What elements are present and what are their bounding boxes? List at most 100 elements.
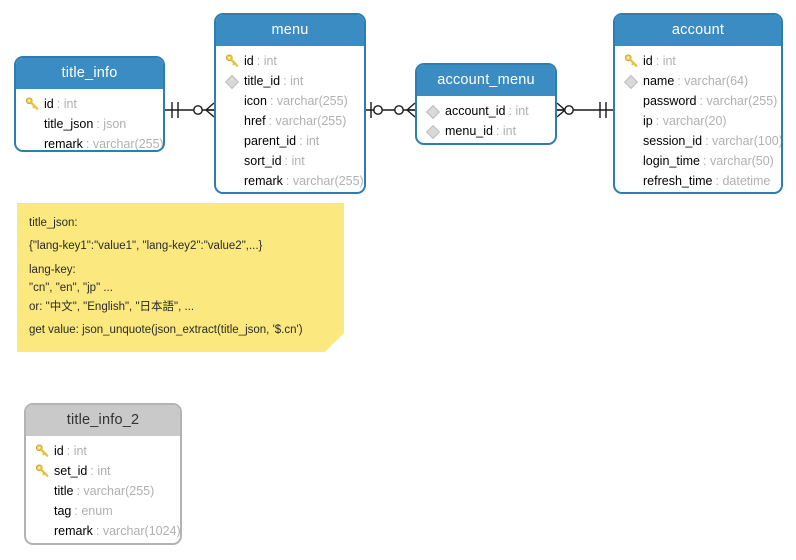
attribute-row[interactable]: login_time : varchar(50) <box>615 151 781 171</box>
attribute-type: : varchar(255) <box>85 137 164 151</box>
attribute-type: : varchar(50) <box>702 154 774 168</box>
attribute-row[interactable]: menu_id : int <box>417 121 555 141</box>
attribute-type: : varchar(255) <box>269 94 348 108</box>
attribute-row[interactable]: title_json : json <box>16 114 163 134</box>
attribute-type: : int <box>284 154 305 168</box>
attribute-type: : int <box>256 54 277 68</box>
attribute-row[interactable]: id : int <box>216 51 364 71</box>
attribute-name: id <box>643 54 653 68</box>
attribute-row[interactable]: set_id : int <box>26 461 180 481</box>
entity-title-info-2[interactable]: title_info_2 id : int <box>24 403 182 545</box>
attribute-type: : int <box>66 444 87 458</box>
attribute-name: parent_id <box>244 134 297 148</box>
diamond-icon <box>623 73 641 90</box>
attribute-name: sort_id <box>244 154 282 168</box>
key-icon <box>34 443 52 459</box>
attribute-row[interactable]: tag : enum <box>26 501 180 521</box>
attribute-row[interactable]: parent_id : int <box>216 131 364 151</box>
attribute-type: : int <box>90 464 111 478</box>
no-icon <box>224 153 242 169</box>
connector-account-menu-account <box>556 102 613 118</box>
note-line: {"lang-key1":"value1", "lang-key2":"valu… <box>29 240 263 253</box>
note-line: title_json: <box>29 217 78 229</box>
entity-menu-header: menu <box>216 15 364 46</box>
attribute-type: : int <box>56 97 77 111</box>
entity-account-menu[interactable]: account_menu account_id : int menu_id : … <box>415 63 557 145</box>
attribute-row[interactable]: sort_id : int <box>216 151 364 171</box>
no-icon <box>623 173 641 189</box>
attribute-row[interactable]: remark : varchar(255) <box>16 134 164 151</box>
attribute-name: id <box>44 97 54 111</box>
no-icon <box>224 93 242 109</box>
attribute-row[interactable]: title : varchar(255) <box>26 481 180 501</box>
attribute-row[interactable]: refresh_time : datetime <box>615 171 781 191</box>
attribute-row[interactable]: title_id : int <box>216 71 364 91</box>
attribute-row[interactable]: id : int <box>615 51 781 71</box>
key-icon <box>24 96 42 112</box>
attribute-name: id <box>244 54 254 68</box>
attribute-row[interactable]: remark : varchar(1024) <box>26 521 180 541</box>
no-icon <box>224 173 242 189</box>
entity-title-info-2-attributes: id : int set_id : int title : <box>26 436 180 543</box>
attribute-name: id <box>54 444 64 458</box>
attribute-type: : varchar(20) <box>655 114 727 128</box>
attribute-row[interactable]: id : int <box>16 94 163 114</box>
attribute-type: : int <box>508 104 529 118</box>
note-content: title_json: {"lang-key1":"value1", "lang… <box>17 203 344 356</box>
no-icon <box>34 503 52 519</box>
attribute-type: : datetime <box>715 174 771 188</box>
attribute-type: : int <box>495 124 517 138</box>
entity-title-info-header: title_info <box>16 58 163 89</box>
attribute-name: icon <box>244 94 267 108</box>
entity-account[interactable]: account id : int name : varchar(64) <box>613 13 783 194</box>
attribute-row[interactable]: password : varchar(255) <box>615 91 781 111</box>
attribute-row[interactable]: id : int <box>26 441 180 461</box>
attribute-name: tag <box>54 504 72 518</box>
attribute-name: remark <box>54 524 93 538</box>
diamond-icon <box>224 73 242 90</box>
attribute-name: href <box>244 114 266 128</box>
no-icon <box>623 153 641 169</box>
attribute-type: : varchar(255) <box>76 484 155 498</box>
attribute-row[interactable]: icon : varchar(255) <box>216 91 364 111</box>
attribute-row[interactable]: session_id : varchar(100) <box>615 131 781 151</box>
connector-menu-account-menu <box>366 102 416 118</box>
entity-menu[interactable]: menu id : int title_id : int <box>214 13 366 194</box>
attribute-row[interactable]: name : varchar(64) <box>615 71 781 91</box>
no-icon <box>24 116 42 132</box>
key-icon <box>34 463 52 479</box>
no-icon <box>623 113 641 129</box>
no-icon <box>34 483 52 499</box>
no-icon <box>623 93 641 109</box>
attribute-name: name <box>643 74 675 88</box>
attribute-name: password <box>643 94 697 108</box>
attribute-row[interactable]: href : varchar(255) <box>216 111 364 131</box>
attribute-name: session_id <box>643 134 703 148</box>
attribute-row[interactable]: ip : varchar(20) <box>615 111 781 131</box>
entity-account-menu-header: account_menu <box>417 65 555 96</box>
attribute-name: refresh_time <box>643 174 713 188</box>
attribute-type: : varchar(1024) <box>95 524 181 538</box>
attribute-row[interactable]: account_id : int <box>417 101 555 121</box>
diamond-icon <box>425 123 443 140</box>
attribute-type: : int <box>299 134 320 148</box>
attribute-type: : varchar(64) <box>677 74 749 88</box>
entity-account-header: account <box>615 15 781 46</box>
attribute-type: : enum <box>74 504 113 518</box>
attribute-type: : varchar(255) <box>699 94 778 108</box>
no-icon <box>623 133 641 149</box>
attribute-row[interactable]: remark : varchar(255) <box>216 171 364 191</box>
entity-account-attributes: id : int name : varchar(64) password : v… <box>615 46 781 192</box>
no-icon <box>24 136 42 150</box>
attribute-type: : varchar(255) <box>268 114 347 128</box>
attribute-name: menu_id <box>445 124 493 138</box>
connector-title-info-menu <box>165 102 215 118</box>
no-icon <box>34 523 52 539</box>
attribute-name: ip <box>643 114 653 128</box>
attribute-name: account_id <box>445 104 506 118</box>
attribute-name: title <box>54 484 74 498</box>
no-icon <box>224 133 242 149</box>
note-title-json[interactable]: title_json: {"lang-key1":"value1", "lang… <box>17 203 344 352</box>
entity-title-info-attributes: id : int title_json : json remark : varc… <box>16 89 164 151</box>
entity-title-info[interactable]: title_info id : int title_json : json <box>14 56 165 152</box>
